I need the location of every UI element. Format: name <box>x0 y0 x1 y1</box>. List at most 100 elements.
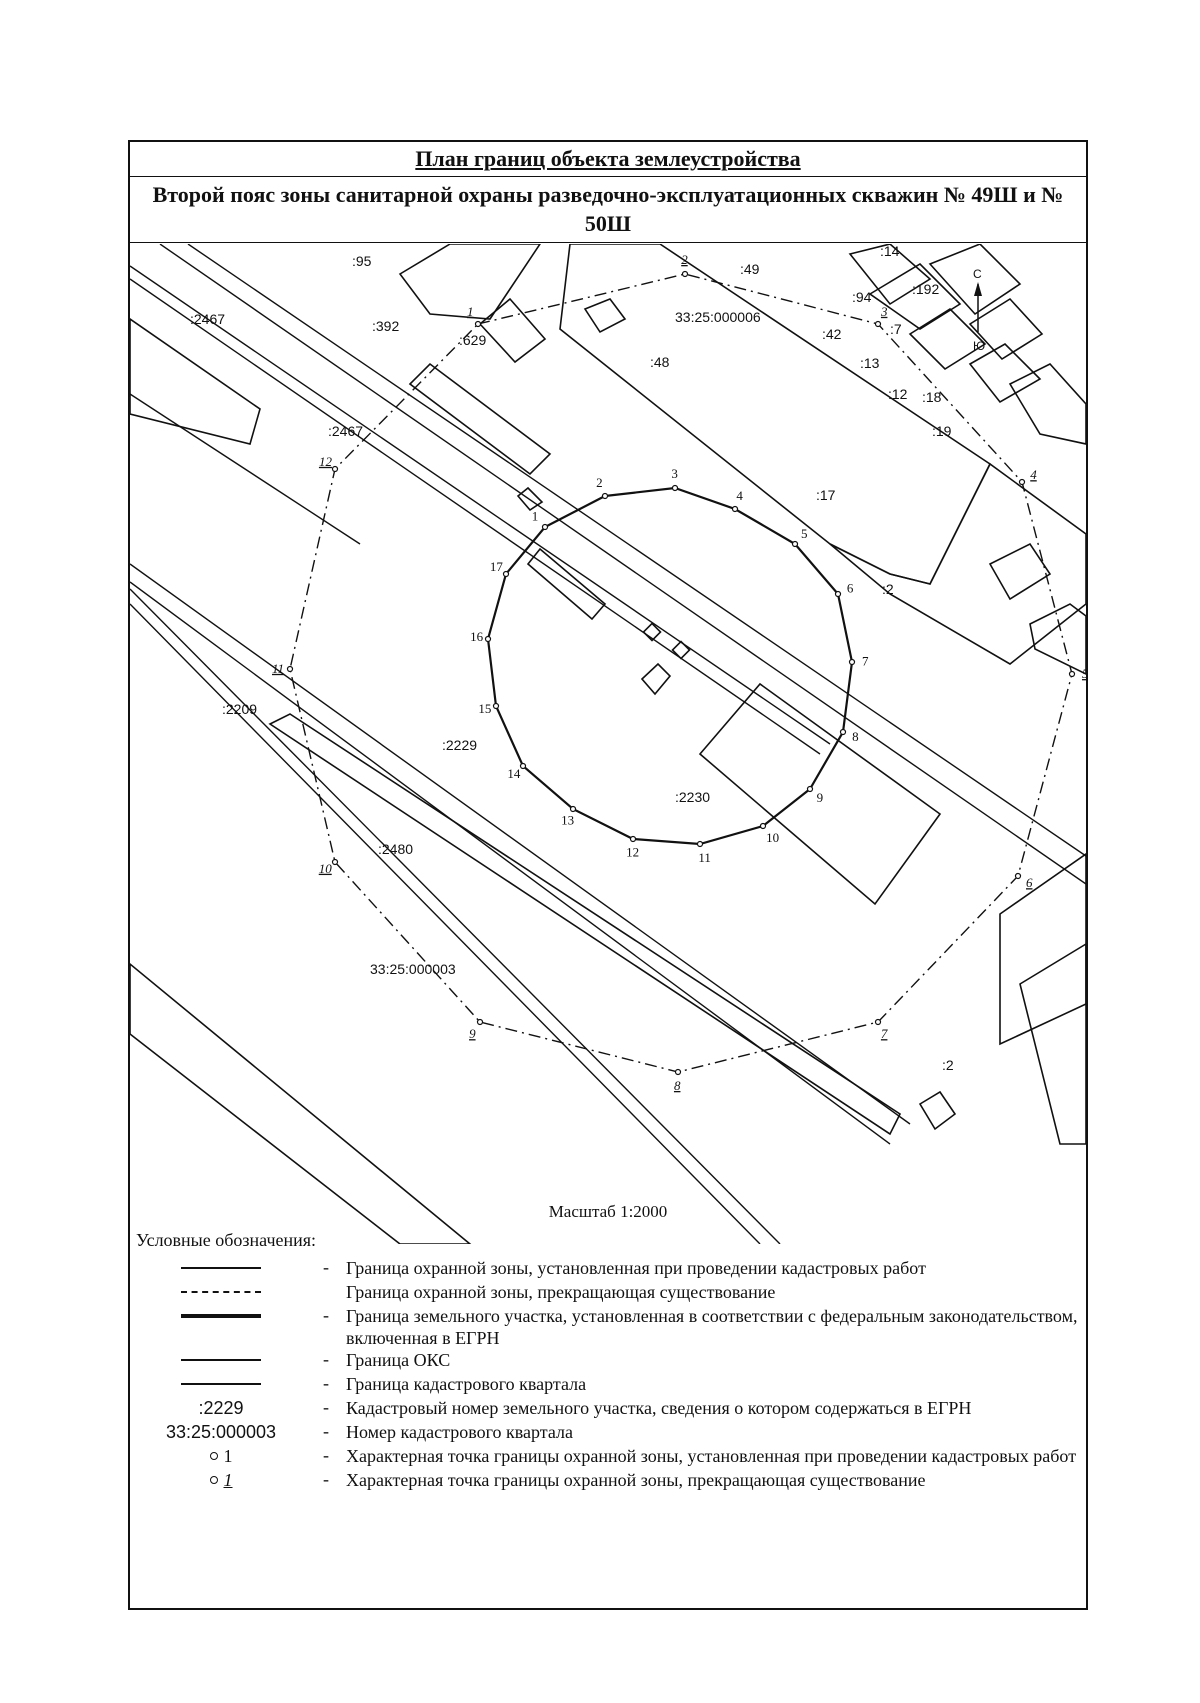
new-zone-point-marker <box>759 822 767 830</box>
old-zone-point-label: 8 <box>674 1078 681 1093</box>
new-zone-point-label: 10 <box>766 830 779 845</box>
legend-symbol-quarter-number: 33:25:000003 <box>165 1421 277 1442</box>
new-zone-point-label: 4 <box>736 488 743 503</box>
old-zone-point-label: 11 <box>272 661 284 676</box>
new-zone-point-label: 8 <box>852 729 859 744</box>
plan-frame: План границ объекта землеустройства Втор… <box>128 140 1088 1610</box>
label-parcel-629: :629 <box>459 332 486 348</box>
label-parcel-13: :13 <box>860 355 880 371</box>
new-zone-point-label: 12 <box>626 845 639 860</box>
new-protection-zone <box>486 486 854 846</box>
label-parcel-2230: :2230 <box>675 789 710 805</box>
old-zone-points: 12 3 4 5 6 7 8 9 10 11 12 <box>272 252 1086 1093</box>
new-zone-point-marker <box>629 835 637 843</box>
old-zone-point-marker <box>1014 872 1022 880</box>
new-zone-point-marker <box>806 785 814 793</box>
legend-symbol-parcel-number: :2229 <box>198 1397 244 1418</box>
legend-item: - Граница земельного участка, установлен… <box>136 1305 1081 1349</box>
old-zone-point-label: 6 <box>1026 875 1033 890</box>
legend: Условные обозначения: - Граница охранной… <box>136 1230 1081 1493</box>
old-zone-point-label: 10 <box>319 861 333 876</box>
label-parcel-2-a: :2 <box>882 581 894 597</box>
label-parcel-2480: :2480 <box>378 841 413 857</box>
label-parcel-94: :94 <box>852 289 872 305</box>
north-arrow: С Ю <box>973 267 985 353</box>
old-zone-point-marker <box>286 665 294 673</box>
label-parcel-2229: :2229 <box>442 737 477 753</box>
label-parcel-2467-b: :2467 <box>328 423 363 439</box>
old-zone-point-label: 7 <box>881 1026 888 1041</box>
new-zone-point-marker <box>519 762 527 770</box>
legend-item: - Граница ОКС <box>136 1349 1081 1373</box>
legend-item: - Граница охранной зоны, установленная п… <box>136 1257 1081 1281</box>
legend-symbol-new-zone <box>136 1257 306 1279</box>
legend-symbol-quarter <box>136 1373 306 1395</box>
road-lines <box>130 244 1086 1244</box>
new-zone-point-marker <box>492 702 500 710</box>
new-zone-point-label: 17 <box>490 559 504 574</box>
legend-item: 1 - Характерная точка границы охранной з… <box>136 1469 1081 1493</box>
old-zone-point-marker <box>1018 478 1026 486</box>
legend-item: Граница охранной зоны, прекращающая суще… <box>136 1281 1081 1305</box>
arrow-head-icon <box>974 282 982 296</box>
legend-item: :2229 - Кадастровый номер земельного уча… <box>136 1397 1081 1421</box>
legend-symbol-new-point: 1 <box>136 1445 306 1467</box>
label-parcel-2467-a: :2467 <box>190 311 225 327</box>
legend-title: Условные обозначения: <box>136 1230 317 1250</box>
point-dot-icon <box>209 1476 218 1484</box>
old-zone-point-marker <box>681 270 689 278</box>
label-parcel-49: :49 <box>740 261 760 277</box>
new-zone-point-marker <box>696 840 704 848</box>
old-zone-point-marker <box>1068 670 1076 678</box>
label-parcel-42: :42 <box>822 326 842 342</box>
new-zone-point-marker <box>541 523 549 531</box>
document-title: План границ объекта землеустройства <box>130 142 1086 177</box>
new-zone-point-label: 14 <box>507 766 520 781</box>
parcel-boundaries <box>130 244 1086 1244</box>
label-parcel-12: :12 <box>888 386 908 402</box>
new-zone-point-marker <box>671 484 679 492</box>
legend-symbol-old-zone <box>136 1281 306 1303</box>
new-zone-point-marker <box>834 590 842 598</box>
label-parcel-192: :192 <box>912 281 939 297</box>
old-zone-point-marker <box>874 320 882 328</box>
legend-item: - Граница кадастрового квартала <box>136 1373 1081 1397</box>
scale-label: Масштаб 1:2000 <box>548 1202 668 1221</box>
old-zone-point-marker <box>474 320 482 328</box>
legend-symbol-old-point: 1 <box>136 1469 306 1491</box>
new-zone-point-marker <box>569 805 577 813</box>
parcel-labels: :2467 :2467 :95 :392 :629 :49 :94 :192 :… <box>190 244 954 1073</box>
old-zone-point-label: 12 <box>319 454 333 469</box>
label-parcel-19: :19 <box>932 423 952 439</box>
cadastral-map: 123456789101112 234567891011121314151617… <box>130 244 1086 1244</box>
legend-symbol-land-parcel <box>136 1305 306 1327</box>
label-quarter-north: 33:25:000006 <box>675 309 761 325</box>
new-zone-point-marker <box>848 658 856 666</box>
label-parcel-18: :18 <box>922 389 942 405</box>
label-parcel-17: :17 <box>816 487 836 503</box>
new-zone-point-label: 5 <box>801 526 808 541</box>
new-zone-point-marker <box>502 570 510 578</box>
new-zone-point-marker <box>791 540 799 548</box>
south-label: Ю <box>973 339 985 353</box>
new-zone-point-marker <box>484 635 492 643</box>
new-zone-point-marker <box>839 728 847 736</box>
new-zone-point-label: 2 <box>596 475 603 490</box>
point-dot-icon <box>209 1452 218 1460</box>
old-zone-point-marker <box>674 1068 682 1076</box>
label-parcel-7: :7 <box>890 321 902 337</box>
old-zone-point-label: 9 <box>469 1026 476 1041</box>
legend-item: 33:25:000003 - Номер кадастрового кварта… <box>136 1421 1081 1445</box>
label-parcel-48: :48 <box>650 354 670 370</box>
new-zone-point-label: 15 <box>478 701 491 716</box>
old-zone-point-label: 5 <box>1082 666 1086 681</box>
document-subtitle: Второй пояс зоны санитарной охраны разве… <box>130 177 1086 243</box>
label-quarter-south: 33:25:000003 <box>370 961 456 977</box>
new-zone-point-label: 3 <box>671 466 678 481</box>
old-zone-point-marker <box>331 858 339 866</box>
label-parcel-95: :95 <box>352 253 372 269</box>
new-zone-point-marker <box>731 505 739 513</box>
map-canvas: 123456789101112 234567891011121314151617… <box>130 244 1086 1244</box>
old-zone-point-label: 4 <box>1030 467 1037 482</box>
